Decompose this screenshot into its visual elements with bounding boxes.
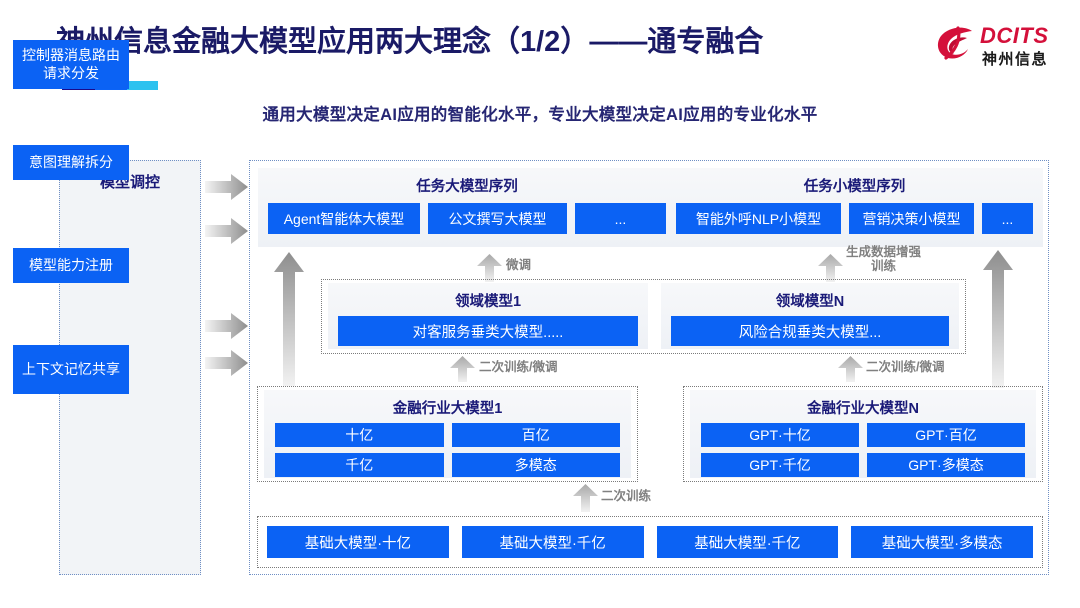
logo-brand-cn-text: 神州信息 xyxy=(982,51,1049,68)
industry-n-chip-hundred-billion[interactable]: GPT·千亿 xyxy=(701,453,859,477)
base-chip-trillion[interactable]: 基础大模型·千亿 xyxy=(656,526,839,558)
flow-arrow-up-fine-tune xyxy=(477,254,502,282)
flow-arrow-up-retrain-right xyxy=(838,356,863,382)
control-item-capability-registry[interactable]: 模型能力注册 xyxy=(13,248,129,283)
company-logo: DCITS 神州信息 xyxy=(934,21,1064,75)
industry-model-1-chip-grid: 十亿 百亿 千亿 多模态 xyxy=(264,418,631,477)
flow-arrow-right-1 xyxy=(205,174,248,200)
industry-n-chip-billion[interactable]: GPT·十亿 xyxy=(701,423,859,447)
task-small-model-chip-row: 智能外呼NLP小模型 营销决策小模型 ... xyxy=(666,196,1043,243)
base-chip-multimodal[interactable]: 基础大模型·多模态 xyxy=(851,526,1033,558)
task-big-chip-more[interactable]: ... xyxy=(575,203,666,234)
domain-model-1-chip[interactable]: 对客服务垂类大模型..... xyxy=(338,316,638,346)
dcits-swirl-icon xyxy=(934,25,976,67)
flow-arrow-up-right-tall xyxy=(983,250,1013,388)
domain-model-1-panel: 领域模型1 对客服务垂类大模型..... xyxy=(328,283,648,349)
industry-model-1-frame xyxy=(257,386,638,482)
arrow-label-fine-tune: 微调 xyxy=(506,258,532,272)
industry-n-chip-multimodal[interactable]: GPT·多模态 xyxy=(867,453,1025,477)
model-architecture-frame xyxy=(249,160,1049,575)
base-chip-billion[interactable]: 基础大模型·十亿 xyxy=(267,526,449,558)
industry-1-chip-ten-billion[interactable]: 百亿 xyxy=(451,423,620,447)
base-model-frame: 基础大模型·十亿 基础大模型·千亿 基础大模型·千亿 基础大模型·多模态 xyxy=(257,516,1043,568)
task-big-chip-document[interactable]: 公文撰写大模型 xyxy=(428,203,567,234)
flow-arrow-right-4 xyxy=(205,350,248,376)
logo-brand-text: DCITS xyxy=(980,23,1049,48)
industry-model-1-title: 金融行业大模型1 xyxy=(392,401,503,417)
domain-model-n-chip[interactable]: 风险合规垂类大模型... xyxy=(671,316,949,346)
flow-arrow-right-3 xyxy=(205,313,248,339)
domain-model-1-title: 领域模型1 xyxy=(454,294,522,310)
arrow-label-retrain-tune-right: 二次训练/微调 xyxy=(866,360,945,374)
domain-model-n-title: 领域模型N xyxy=(775,294,845,310)
domain-model-n-panel: 领域模型N 风险合规垂类大模型... xyxy=(661,283,959,349)
base-chip-hundred-billion[interactable]: 基础大模型·千亿 xyxy=(461,526,644,558)
industry-1-chip-billion[interactable]: 十亿 xyxy=(275,423,444,447)
arrow-label-data-augmentation: 生成数据增强 训练 xyxy=(846,245,922,274)
domain-model-group-frame xyxy=(321,279,966,354)
arrow-label-retrain-tune-left: 二次训练/微调 xyxy=(479,360,558,374)
control-item-context-memory[interactable]: 上下文记忆共享 xyxy=(13,345,129,394)
task-small-model-panel: 任务小模型序列 智能外呼NLP小模型 营销决策小模型 ... xyxy=(666,168,1043,247)
industry-model-n-chip-grid: GPT·十亿 GPT·百亿 GPT·千亿 GPT·多模态 xyxy=(690,418,1036,477)
industry-model-n-panel: 金融行业大模型N GPT·十亿 GPT·百亿 GPT·千亿 GPT·多模态 xyxy=(690,390,1036,478)
industry-1-chip-multimodal[interactable]: 多模态 xyxy=(451,453,620,477)
arrow-label-retrain: 二次训练 xyxy=(601,489,652,503)
flow-arrow-right-2 xyxy=(205,218,248,244)
task-small-chip-more[interactable]: ... xyxy=(982,203,1033,234)
industry-1-chip-hundred-billion[interactable]: 千亿 xyxy=(275,453,444,477)
page-title: 神州信息金融大模型应用两大理念（1/2）——通专融合 xyxy=(56,26,764,58)
task-big-model-chip-row: Agent智能体大模型 公文撰写大模型 ... xyxy=(258,196,676,243)
task-small-model-title: 任务小模型序列 xyxy=(803,179,906,195)
industry-model-n-frame xyxy=(683,386,1043,482)
task-small-chip-marketing[interactable]: 营销决策小模型 xyxy=(849,203,974,234)
task-big-chip-agent[interactable]: Agent智能体大模型 xyxy=(268,203,420,234)
control-item-intent-parsing[interactable]: 意图理解拆分 xyxy=(13,145,129,180)
control-item-message-routing[interactable]: 控制器消息路由请求分发 xyxy=(13,40,129,89)
flow-arrow-up-retrain-left xyxy=(450,356,475,382)
industry-n-chip-ten-billion[interactable]: GPT·百亿 xyxy=(867,423,1025,447)
page-subtitle: 通用大模型决定AI应用的智能化水平，专业大模型决定AI应用的专业化水平 xyxy=(262,106,818,124)
flow-arrow-up-retrain xyxy=(573,484,598,512)
task-big-model-title: 任务大模型序列 xyxy=(416,179,518,195)
industry-model-n-title: 金融行业大模型N xyxy=(807,401,919,417)
accent-segment-3 xyxy=(127,81,158,90)
industry-model-1-panel: 金融行业大模型1 十亿 百亿 千亿 多模态 xyxy=(264,390,631,478)
task-big-model-panel: 任务大模型序列 Agent智能体大模型 公文撰写大模型 ... xyxy=(258,168,676,247)
flow-arrow-up-left-tall xyxy=(274,252,304,386)
flow-arrow-up-data-aug xyxy=(818,254,843,282)
task-small-chip-nlp[interactable]: 智能外呼NLP小模型 xyxy=(676,203,841,234)
